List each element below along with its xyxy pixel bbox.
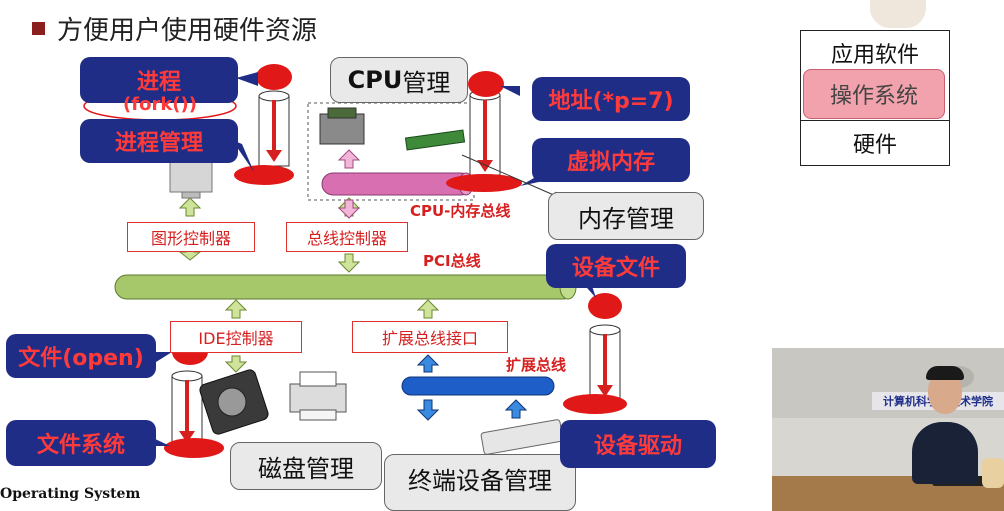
ext-bus-interface-label: 扩展总线接口 — [381, 329, 478, 348]
disk-management-callout: 磁盘管理 — [230, 442, 382, 490]
layer-hw-label: 硬件 — [852, 133, 897, 158]
file-open-callout: 文件(open) — [6, 334, 156, 378]
graphics-controller-label: 图形控制器 — [150, 229, 231, 248]
bus-controller-box: 总线控制器 — [286, 222, 408, 252]
process-label: 进程 — [136, 70, 181, 95]
cpu-memory-bus-label: CPU-内存总线 — [410, 202, 511, 220]
disk-management-label: 磁盘管理 — [258, 454, 354, 483]
pci-bus-label: PCI总线 — [423, 252, 481, 270]
fork-label: (fork()) — [123, 94, 197, 115]
memory-management-callout: 内存管理 — [548, 192, 704, 240]
video-presenter-body — [912, 422, 978, 484]
cpu-management-cpu: CPU — [347, 66, 403, 94]
device-file-callout: 设备文件 — [546, 244, 686, 288]
bus-controller-label: 总线控制器 — [306, 229, 387, 248]
virtual-memory-callout: 虚拟内存 — [532, 138, 690, 182]
extension-bus — [401, 376, 555, 396]
hard-disk-icon — [199, 369, 269, 435]
instructor-video[interactable]: 计算机科学与技术学院 — [772, 348, 1004, 511]
printer-icon — [289, 371, 347, 421]
file-open-label: 文件(open) — [18, 346, 144, 371]
graphics-controller-box: 图形控制器 — [127, 222, 255, 252]
terminal-management-callout: 终端设备管理 — [384, 454, 576, 511]
virtual-memory-label: 虚拟内存 — [566, 150, 655, 175]
layer-hw: 硬件 — [800, 120, 950, 166]
ide-controller-box: IDE控制器 — [170, 321, 302, 353]
video-overlay-badge — [982, 458, 1004, 488]
layer-app-label: 应用软件 — [830, 43, 919, 68]
device-driver-label: 设备驱动 — [593, 434, 682, 459]
pci-bus — [114, 274, 576, 300]
keyboard-icon — [480, 419, 564, 455]
layer-os-label: 操作系统 — [829, 84, 918, 109]
cpu-management-rest: 管理 — [402, 68, 451, 97]
heading-text: 方便用户使用硬件资源 — [57, 16, 318, 46]
extension-bus-label: 扩展总线 — [506, 356, 567, 374]
bullet-square-icon — [32, 22, 45, 35]
device-driver-callout: 设备驱动 — [560, 420, 716, 468]
footer-course-name: Operating System — [0, 486, 141, 502]
terminal-management-label: 终端设备管理 — [408, 467, 552, 495]
ext-bus-interface-box: 扩展总线接口 — [352, 321, 508, 353]
address-label: 地址(*p=7) — [548, 89, 674, 114]
mascot-illustration — [870, 0, 926, 28]
monitor-icon — [169, 161, 213, 199]
file-system-label: 文件系统 — [36, 433, 125, 458]
address-callout: 地址(*p=7) — [532, 77, 690, 121]
memory-stick-icon — [404, 129, 466, 151]
video-presenter-hair — [926, 366, 964, 380]
slide-heading: 方便用户使用硬件资源 — [32, 10, 317, 47]
file-system-callout: 文件系统 — [6, 420, 156, 466]
process-callout: 进程 — [80, 57, 238, 103]
device-file-label: 设备文件 — [571, 256, 660, 281]
process-management-label: 进程管理 — [114, 131, 203, 156]
layer-os: 操作系统 — [803, 69, 945, 119]
cpu-chip-icon — [319, 107, 365, 145]
process-management-callout: 进程管理 — [80, 119, 238, 163]
memory-management-label: 内存管理 — [578, 204, 674, 233]
ide-controller-label: IDE控制器 — [198, 329, 274, 348]
